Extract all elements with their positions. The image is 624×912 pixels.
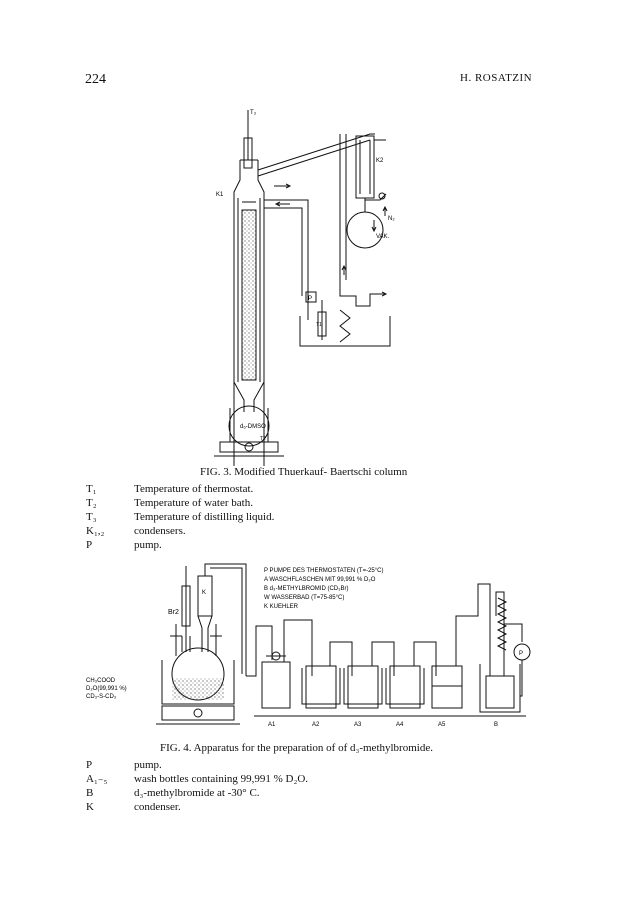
label-br2: Br2 [168, 609, 179, 616]
label-reagent-2: D₂O(99,991 %) [86, 686, 127, 692]
heater [161, 705, 235, 721]
wash-bottle-a3 [343, 665, 383, 709]
legend-desc: pump. [134, 539, 162, 551]
legend-symbol: T₂ [86, 497, 97, 509]
legend-desc: d₃-methylbromide at -30° C. [134, 787, 260, 799]
label-a4: A4 [396, 722, 404, 728]
label-t1: T1 [316, 322, 322, 328]
legend-row: A₁₋₅ wash bottles containing 99,991 % D₂O… [86, 772, 446, 786]
label-a3: A3 [354, 722, 362, 728]
label-n2: N₂ [388, 216, 395, 222]
figure-3-svg: T₃ K1 K2 N₂ VAK. P T1 d₆-DMSO T2 [214, 110, 395, 466]
key-line: B d₃-METHYLBROMID (CD₃Br) [264, 586, 349, 592]
legend-symbol: T₁ [86, 483, 97, 495]
wash-bottle-a4 [385, 665, 425, 709]
figure-3-diagram: T₃ K1 K2 N₂ VAK. P T1 d₆-DMSO T2 [200, 100, 420, 466]
figure-3-legend: T₁ Temperature of thermostat. T₂ Temperatu… [86, 482, 446, 552]
legend-desc: condenser. [134, 801, 181, 813]
running-head: H. ROSATZIN [460, 72, 533, 84]
label-t2: T2 [260, 436, 266, 442]
page-number: 224 [85, 72, 106, 87]
legend-desc: wash bottles containing 99,991 % D₂O. [134, 773, 309, 785]
legend-symbol: B [86, 787, 94, 799]
legend-desc: Temperature of distilling liquid. [134, 511, 275, 523]
legend-desc: Temperature of water bath. [134, 497, 253, 509]
figure-4-diagram: Br2 K P PUMPE DES THERMOSTATEN (T=-25°C)… [86, 556, 546, 734]
label-p: P [308, 296, 312, 302]
receiver-flask [346, 211, 384, 249]
wash-bottle-a1 [261, 651, 291, 709]
label-k-fig4: K [202, 590, 206, 596]
legend-symbol: A₁₋₅ [86, 773, 108, 785]
legend-row: T₂ Temperature of water bath. [86, 496, 446, 510]
label-b: B [494, 722, 498, 728]
water-bath [299, 316, 391, 347]
condenser-k2 [355, 135, 375, 199]
label-t3: T₃ [250, 110, 257, 116]
legend-desc: pump. [134, 759, 162, 771]
key-line: K KUEHLER [264, 604, 299, 610]
wash-bottle-a5 [431, 665, 463, 709]
label-reagent-3: CD₃-S-CD₃ [86, 694, 117, 700]
water-bath-w [161, 660, 235, 705]
key-line: P PUMPE DES THERMOSTATEN (T=-25°C) [264, 568, 383, 574]
column-packing [241, 209, 257, 381]
figure-3-caption: FIG. 3. Modified Thuerkauf- Baertschi co… [200, 466, 408, 478]
hot-plate [219, 441, 279, 453]
condenser-k [197, 575, 213, 617]
legend-symbol: K₁,₂ [86, 525, 105, 537]
legend-symbol: K [86, 801, 94, 813]
legend-symbol: P [86, 759, 93, 771]
key-line: W WASSERBAD (T=75-85°C) [264, 595, 344, 601]
bottom-flask [228, 405, 270, 447]
cooling-bath [479, 664, 521, 713]
pump-p [305, 291, 317, 303]
figure-4-svg: Br2 K P PUMPE DES THERMOSTATEN (T=-25°C)… [86, 563, 531, 728]
legend-desc: Temperature of thermostat. [134, 483, 254, 495]
legend-row: T₁ Temperature of thermostat. [86, 482, 446, 496]
legend-desc: condensers. [134, 525, 186, 537]
label-a2: A2 [312, 722, 320, 728]
label-a5: A5 [438, 722, 446, 728]
receiver-b [485, 675, 515, 709]
label-flask: d₆-DMSO [240, 424, 266, 430]
legend-symbol: T₃ [86, 511, 97, 523]
label-reagent-1: CH₃COOD [86, 678, 116, 684]
label-p-fig4: P [519, 651, 523, 657]
figure-4-caption: FIG. 4. Apparatus for the preparation of… [160, 742, 433, 754]
label-k2: K2 [376, 158, 384, 164]
legend-row: K₁,₂ condensers. [86, 524, 446, 538]
legend-symbol: P [86, 539, 93, 551]
label-a1: A1 [268, 722, 276, 728]
label-k1: K1 [216, 192, 224, 198]
wash-bottle-a2 [301, 665, 341, 709]
legend-row: T₃ Temperature of distilling liquid. [86, 510, 446, 524]
label-vak: VAK. [376, 234, 390, 240]
key-line: A WASCHFLASCHEN MIT 99,991 % D₂O [264, 577, 376, 583]
